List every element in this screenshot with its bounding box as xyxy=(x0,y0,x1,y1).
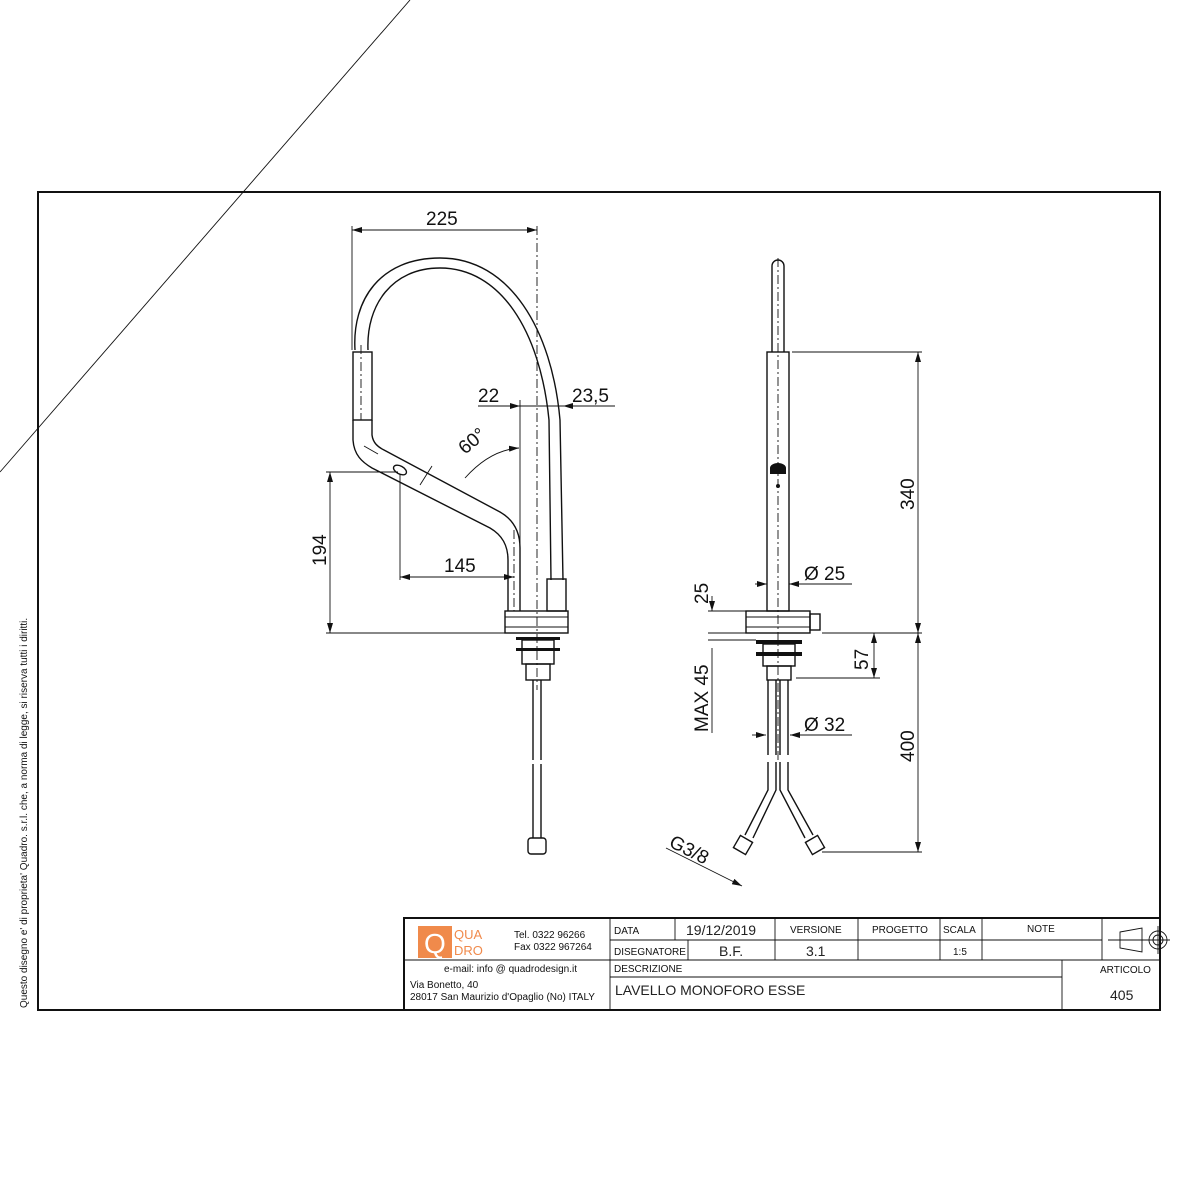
disegnatore-value: B.F. xyxy=(719,943,743,959)
dim-23-5: 23,5 xyxy=(572,386,609,407)
progetto-label: PROGETTO xyxy=(872,925,928,936)
articolo-label: ARTICOLO xyxy=(1100,965,1151,976)
data-value: 19/12/2019 xyxy=(686,922,756,938)
front-view: 225 22 23,5 60° 194 145 xyxy=(0,0,615,855)
dim-diameter-32: Ø 32 xyxy=(804,715,845,736)
address-line-1: Via Bonetto, 40 xyxy=(410,980,479,991)
articolo-value: 405 xyxy=(1110,987,1134,1003)
dim-max-45: MAX 45 xyxy=(692,664,713,732)
fax: Fax 0322 967264 xyxy=(514,942,592,953)
versione-value: 3.1 xyxy=(806,943,826,959)
descrizione-label: DESCRIZIONE xyxy=(614,964,683,975)
data-label: DATA xyxy=(614,926,640,937)
dim-diameter-25: Ø 25 xyxy=(804,564,845,585)
dim-57: 57 xyxy=(852,649,873,670)
copyright-note: Questo disegno e' di proprieta' Quadro. … xyxy=(19,618,30,1008)
svg-text:QUA: QUA xyxy=(454,927,483,942)
tel: Tel. 0322 96266 xyxy=(514,930,586,941)
dim-400: 400 xyxy=(898,730,919,762)
dim-194: 194 xyxy=(310,534,331,566)
svg-text:DRO: DRO xyxy=(454,943,483,958)
projection-symbol-icon xyxy=(1108,926,1170,954)
svg-text:Q: Q xyxy=(424,928,446,959)
dim-25: 25 xyxy=(692,583,713,604)
aerator-icon xyxy=(392,464,408,476)
side-view: 340 400 Ø 25 25 MAX 45 57 Ø 32 G3/8 xyxy=(666,258,922,887)
email: e-mail: info @ quadrodesign.it xyxy=(444,964,577,975)
dim-22: 22 xyxy=(478,386,499,407)
quadro-logo xyxy=(418,926,452,958)
scala-label: SCALA xyxy=(943,925,976,936)
scala-value: 1:5 xyxy=(953,947,967,958)
versione-label: VERSIONE xyxy=(790,925,842,936)
note-label: NOTE xyxy=(1027,924,1055,935)
dim-g3-8: G3/8 xyxy=(666,832,712,869)
sensor-icon xyxy=(770,463,786,474)
drawing-frame xyxy=(37,191,1161,1011)
dim-145: 145 xyxy=(444,556,476,577)
dim-340: 340 xyxy=(898,478,919,510)
title-block: Q QUA DRO Tel. 0322 96266 Fax 0322 96726… xyxy=(403,917,1170,1011)
disegnatore-label: DISEGNATORE xyxy=(614,947,686,958)
dim-60-degrees: 60° xyxy=(455,424,491,459)
descrizione-value: LAVELLO MONOFORO ESSE xyxy=(615,982,805,998)
dim-225: 225 xyxy=(426,209,458,230)
address-line-2: 28017 San Maurizio d'Opaglio (No) ITALY xyxy=(410,992,595,1003)
